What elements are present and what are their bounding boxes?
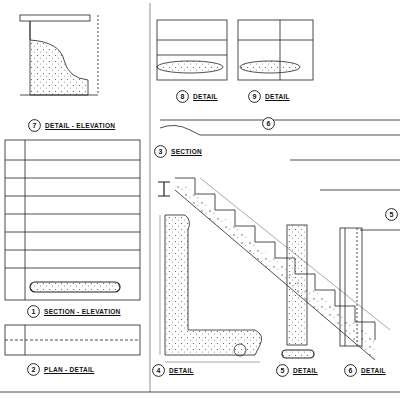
- detail-callout: 9 DETAIL: [248, 90, 291, 103]
- detail-title: DETAIL: [168, 367, 195, 374]
- callout-circle: 1: [27, 305, 40, 318]
- callout-number: 1: [32, 308, 36, 315]
- detail-title: DETAIL: [192, 93, 219, 100]
- callout-number: 2: [32, 366, 36, 373]
- detail-callout: 3 SECTION: [154, 145, 203, 158]
- callout-number: 4: [157, 367, 161, 374]
- detail-title: DETAIL: [292, 367, 319, 374]
- callout-number: 6: [349, 367, 353, 374]
- callout-circle: 5: [385, 208, 398, 221]
- detail-callout: 4 DETAIL: [152, 364, 195, 377]
- callout-circle: 2: [27, 363, 40, 376]
- detail-title: DETAIL: [264, 93, 291, 100]
- callout-circle: 9: [248, 90, 261, 103]
- detail-callout: 2 PLAN - DETAIL: [27, 363, 95, 376]
- callout-circle: 6: [262, 117, 275, 130]
- callout-number: 6: [267, 120, 271, 127]
- detail-callout: 6 DETAIL: [344, 364, 387, 377]
- detail-title: DETAIL: [360, 367, 387, 374]
- detail-title: SECTION: [170, 148, 203, 155]
- detail-callout: 8 DETAIL: [176, 90, 219, 103]
- detail-title: DETAIL - ELEVATION: [44, 122, 116, 129]
- callout-number: 7: [33, 122, 37, 129]
- callout-circle: 3: [154, 145, 167, 158]
- callout-number: 5: [281, 367, 285, 374]
- detail-callout: 6: [262, 117, 275, 130]
- callout-circle: 8: [176, 90, 189, 103]
- detail-callout: 5: [385, 208, 398, 221]
- detail-callout: 5 DETAIL: [276, 364, 319, 377]
- callout-circle: 4: [152, 364, 165, 377]
- callout-number: 3: [159, 148, 163, 155]
- callout-circle: 7: [28, 119, 41, 132]
- callout-number: 5: [390, 211, 394, 218]
- callout-number: 8: [181, 93, 185, 100]
- detail-title: SECTION - ELEVATION: [43, 308, 122, 315]
- callout-circle: 6: [344, 364, 357, 377]
- callout-number: 9: [253, 93, 257, 100]
- callout-circle: 5: [276, 364, 289, 377]
- detail-callout: 7 DETAIL - ELEVATION: [28, 119, 116, 132]
- detail-callout: 1 SECTION - ELEVATION: [27, 305, 122, 318]
- detail-title: PLAN - DETAIL: [43, 366, 95, 373]
